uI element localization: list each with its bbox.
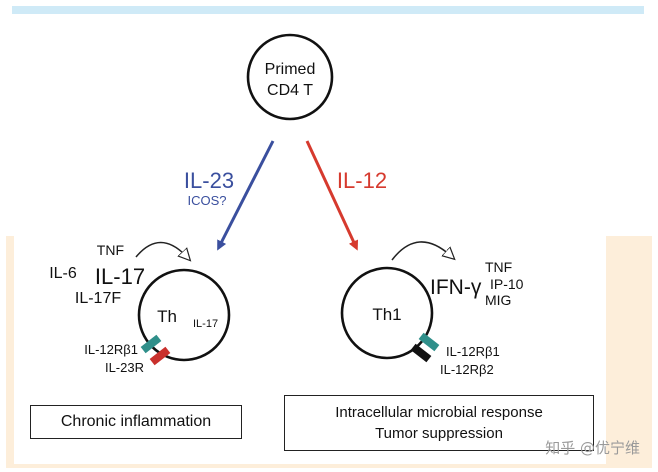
th1-ip10: IP-10	[490, 276, 524, 292]
root-label-line1: Primed	[265, 61, 316, 78]
th17-il17: IL-17	[95, 264, 145, 289]
th1-mig: MIG	[485, 292, 511, 308]
chronic-inflammation-box: Chronic inflammation	[30, 405, 242, 439]
il12-label: IL-12	[337, 168, 387, 193]
right-secretion-arrow	[391, 241, 451, 261]
il12rb1-receptor-left	[140, 334, 162, 354]
th17-il17f: IL-17F	[75, 290, 121, 307]
il12rb2-label: IL-12Rβ2	[440, 362, 494, 377]
th1-tnf: TNF	[485, 259, 512, 275]
il12rb2-receptor	[410, 343, 432, 363]
th1-outcome-line1: Intracellular microbial response	[335, 404, 543, 421]
il23r-label: IL-23R	[105, 360, 144, 375]
il23-arrow	[217, 140, 275, 251]
th1-ifn-gamma: IFN-γ	[430, 276, 482, 299]
th17-il6: IL-6	[49, 265, 77, 282]
th17-cell-label: Th	[157, 307, 177, 326]
th1-cell-label: Th1	[372, 305, 401, 324]
root-label-line2: CD4 T	[267, 82, 313, 99]
th17-cell	[137, 268, 231, 362]
il12rb1-receptor-right	[418, 332, 440, 352]
top-band	[12, 6, 644, 14]
left-secretion-arrow	[135, 241, 187, 258]
il23r-receptor	[149, 346, 171, 366]
il23-label: IL-23	[184, 168, 234, 193]
th17-tnf: TNF	[97, 242, 124, 258]
chronic-inflammation-label: Chronic inflammation	[60, 413, 212, 430]
th17-cell-subscript: IL-17	[193, 318, 218, 330]
icos-label: ICOS?	[187, 193, 226, 208]
primed-cd4-cell	[246, 33, 334, 121]
il12-arrow	[305, 140, 359, 251]
th1-cell	[340, 266, 434, 360]
th1-outcome-line2: Tumor suppression	[375, 425, 503, 442]
il12rb1-label-left: IL-12Rβ1	[84, 342, 138, 357]
il12rb1-label-right: IL-12Rβ1	[446, 344, 500, 359]
th1-outcome-box: Intracellular microbial response Tumor s…	[284, 395, 594, 451]
watermark: 知乎 @优宁维	[545, 439, 640, 457]
